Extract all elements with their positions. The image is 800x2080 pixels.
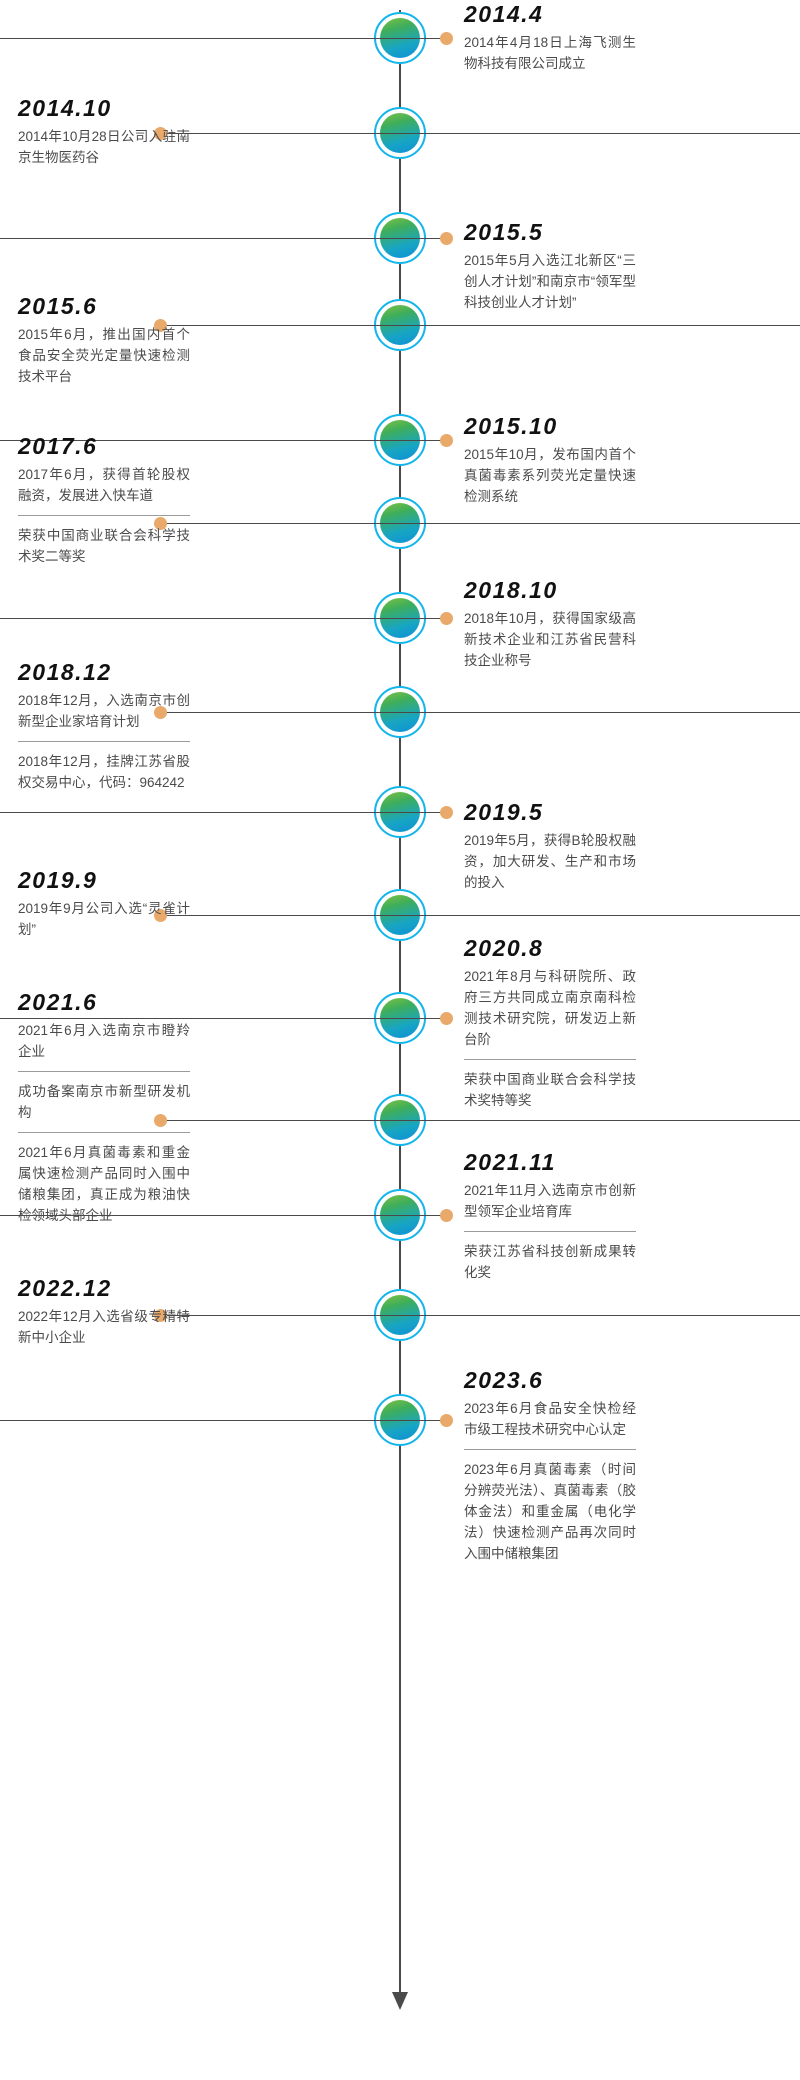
timeline-connector-dot-2017-06	[154, 517, 167, 530]
timeline-entry-description: 2017年6月，获得首轮股权融资，发展进入快车道	[18, 467, 190, 504]
timeline-entry-divider	[18, 515, 190, 517]
timeline-entry-year: 2019.5	[464, 799, 544, 825]
timeline-entry-2021-06[interactable]: 2021.6 2021年6月入选南京市瞪羚企业成功备案南京市新型研发机构 2021年…	[18, 989, 190, 1226]
timeline-entry-year: 2015.5	[464, 219, 544, 245]
timeline-entry-divider	[18, 1071, 190, 1073]
timeline-connector-2019-05	[0, 812, 446, 813]
timeline-entry-year: 2021.6	[18, 989, 98, 1015]
timeline-connector-dot-2018-12	[154, 706, 167, 719]
timeline-entry-description: 2019年5月，获得B轮股权融资，加大研发、生产和市场的投入	[464, 833, 636, 891]
timeline-connector-2014-04	[0, 38, 446, 39]
timeline-entry-description: 2018年12月，入选南京市创新型企业家培育计划	[18, 693, 190, 730]
timeline-entry-year: 2015.10	[464, 413, 558, 439]
timeline-entry-description: 2018年12月，挂牌江苏省股权交易中心，代码：964242	[18, 754, 190, 791]
timeline-entry-description: 2015年6月，推出国内首个食品安全荧光定量快速检测技术平台	[18, 327, 190, 385]
timeline-connector-dot-2023-06	[440, 1414, 453, 1427]
timeline-entry-2022-12[interactable]: 2022.12 2022年12月入选省级专精特新中小企业	[18, 1275, 190, 1348]
timeline-entry-2019-09[interactable]: 2019.9 2019年9月公司入选“灵雀计划”	[18, 867, 190, 940]
timeline-connector-2022-12	[160, 1315, 800, 1316]
timeline-connector-dot-2020-08	[440, 1012, 453, 1025]
timeline-entry-description: 2021年11月入选南京市创新型领军企业培育库	[464, 1183, 636, 1220]
timeline-connector-2023-06	[0, 1420, 446, 1421]
timeline-arrow-icon	[392, 1992, 408, 2010]
timeline-entry-description: 成功备案南京市新型研发机构	[18, 1084, 190, 1121]
timeline-entry-2018-10[interactable]: 2018.10 2018年10月，获得国家级高新技术企业和江苏省民营科技企业称号	[464, 577, 636, 671]
timeline-connector-dot-2014-10	[154, 127, 167, 140]
timeline-entry-2021-11[interactable]: 2021.11 2021年11月入选南京市创新型领军企业培育库荣获江苏省科技创新成…	[464, 1149, 636, 1283]
timeline-connector-2015-06	[160, 325, 800, 326]
timeline-entry-2020-08[interactable]: 2020.8 2021年8月与科研院所、政府三方共同成立南京南科检测技术研究院，研…	[464, 935, 636, 1111]
timeline-entry-year: 2014.10	[18, 95, 112, 121]
timeline-connector-2021-11	[0, 1215, 446, 1216]
timeline-entry-year: 2017.6	[18, 433, 98, 459]
timeline-entry-description: 2018年10月，获得国家级高新技术企业和江苏省民营科技企业称号	[464, 611, 636, 669]
timeline-entry-year: 2015.6	[18, 293, 98, 319]
timeline-entry-description: 2021年8月与科研院所、政府三方共同成立南京南科检测技术研究院，研发迈上新台阶	[464, 969, 636, 1048]
timeline-entry-2019-05[interactable]: 2019.5 2019年5月，获得B轮股权融资，加大研发、生产和市场的投入	[464, 799, 636, 893]
timeline-entry-divider	[464, 1231, 636, 1233]
timeline-entry-2015-06[interactable]: 2015.6 2015年6月，推出国内首个食品安全荧光定量快速检测技术平台	[18, 293, 190, 387]
timeline-entry-2018-12[interactable]: 2018.12 2018年12月，入选南京市创新型企业家培育计划 2018年12月，…	[18, 659, 190, 793]
timeline-connector-dot-2021-11	[440, 1209, 453, 1222]
timeline-entry-description: 2019年9月公司入选“灵雀计划”	[18, 901, 190, 938]
timeline-entry-year: 2014.4	[464, 1, 544, 27]
timeline-entry-2023-06[interactable]: 2023.6 2023年6月食品安全快检经市级工程技术研究中心认定 2023年6月真…	[464, 1367, 636, 1564]
timeline-entry-description: 2023年6月真菌毒素（时间分辨荧光法）、真菌毒素（胶体金法）和重金属（电化学法…	[464, 1462, 636, 1562]
timeline-entry-description: 荣获江苏省科技创新成果转化奖	[464, 1244, 636, 1281]
timeline-connector-dot-2015-06	[154, 319, 167, 332]
timeline-entry-divider	[18, 1132, 190, 1134]
timeline-entry-year: 2020.8	[464, 935, 544, 961]
timeline-connector-dot-2019-05	[440, 806, 453, 819]
timeline-connector-dot-2015-05	[440, 232, 453, 245]
timeline-connector-dot-2015-10	[440, 434, 453, 447]
timeline-entry-description: 2021年6月真菌毒素和重金属快速检测产品同时入围中储粮集团，真正成为粮油快检领…	[18, 1145, 190, 1224]
timeline-entry-description: 2022年12月入选省级专精特新中小企业	[18, 1309, 190, 1346]
timeline-entry-2015-10[interactable]: 2015.10 2015年10月，发布国内首个真菌毒素系列荧光定量快速检测系统	[464, 413, 636, 507]
timeline-entry-divider	[18, 741, 190, 743]
timeline-entry-2015-05[interactable]: 2015.5 2015年5月入选江北新区“三创人才计划”和南京市“领军型科技创业人…	[464, 219, 636, 313]
timeline-connector-2018-10	[0, 618, 446, 619]
timeline-entry-description: 2014年4月18日上海飞测生物科技有限公司成立	[464, 35, 636, 72]
timeline-entry-year: 2019.9	[18, 867, 98, 893]
timeline-entry-2017-06[interactable]: 2017.6 2017年6月，获得首轮股权融资，发展进入快车道荣获中国商业联合会科…	[18, 433, 190, 567]
timeline-connector-dot-2022-12	[154, 1309, 167, 1322]
timeline-connector-2015-05	[0, 238, 446, 239]
timeline-connector-2015-10	[0, 440, 446, 441]
timeline-entry-year: 2018.12	[18, 659, 112, 685]
timeline-connector-2019-09	[160, 915, 800, 916]
timeline-connector-2017-06	[160, 523, 800, 524]
timeline-entry-description: 2015年10月，发布国内首个真菌毒素系列荧光定量快速检测系统	[464, 447, 636, 505]
timeline-entry-year: 2022.12	[18, 1275, 112, 1301]
timeline-connector-2014-10	[160, 133, 800, 134]
timeline-entry-year: 2023.6	[464, 1367, 544, 1393]
timeline-connector-dot-2014-04	[440, 32, 453, 45]
timeline-entry-description: 2015年5月入选江北新区“三创人才计划”和南京市“领军型科技创业人才计划”	[464, 253, 636, 311]
timeline-entry-description: 2014年10月28日公司入驻南京生物医药谷	[18, 129, 190, 166]
timeline-connector-dot-2018-10	[440, 612, 453, 625]
timeline-entry-description: 荣获中国商业联合会科学技术奖二等奖	[18, 528, 190, 565]
timeline-entry-2014-10[interactable]: 2014.10 2014年10月28日公司入驻南京生物医药谷	[18, 95, 190, 168]
timeline-entry-divider	[464, 1059, 636, 1061]
timeline-connector-dot-2019-09	[154, 909, 167, 922]
timeline-entry-divider	[464, 1449, 636, 1451]
timeline-connector-2018-12	[160, 712, 800, 713]
timeline-entry-description: 2023年6月食品安全快检经市级工程技术研究中心认定	[464, 1401, 636, 1438]
timeline-connector-2021-06	[160, 1120, 800, 1121]
timeline-entry-year: 2021.11	[464, 1149, 556, 1175]
timeline-connector-dot-2021-06	[154, 1114, 167, 1127]
timeline-entry-description: 荣获中国商业联合会科学技术奖特等奖	[464, 1072, 636, 1109]
timeline-entry-2014-04[interactable]: 2014.4 2014年4月18日上海飞测生物科技有限公司成立	[464, 1, 636, 74]
timeline-entry-description: 2021年6月入选南京市瞪羚企业	[18, 1023, 190, 1060]
timeline-connector-2020-08	[0, 1018, 446, 1019]
timeline-entry-year: 2018.10	[464, 577, 558, 603]
